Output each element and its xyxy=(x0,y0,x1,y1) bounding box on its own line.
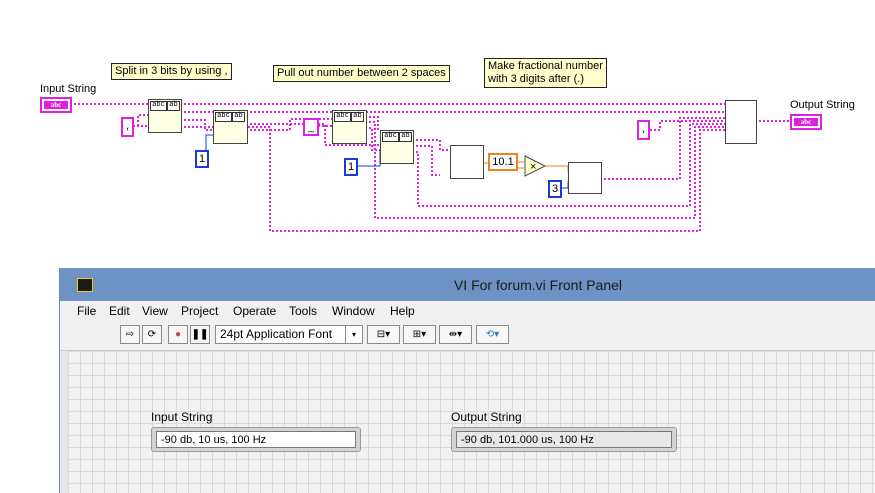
input-string-label: Input String xyxy=(40,83,97,95)
match-pattern-node-1[interactable]: abc ab xyxy=(148,99,182,133)
abort-button[interactable]: ● xyxy=(168,325,188,344)
node-3-abc: abc xyxy=(334,112,351,122)
match-pattern-node-3[interactable]: abc ab xyxy=(332,110,367,144)
menu-view[interactable]: View xyxy=(142,304,168,318)
input-string-terminal-glyph: abc xyxy=(44,101,68,109)
input-string-value[interactable]: -90 db, 10 us, 100 Hz xyxy=(156,431,356,448)
index-constant-2[interactable]: 1 xyxy=(344,158,358,176)
index-constant-1[interactable]: 1 xyxy=(195,150,209,168)
front-panel-window: VI For forum.vi Front Panel File Edit Vi… xyxy=(59,268,875,493)
node-4-abc: abc xyxy=(382,132,399,142)
concatenate-strings-node[interactable] xyxy=(725,100,757,144)
output-string-terminal[interactable]: abc xyxy=(790,114,822,130)
match-pattern-node-4[interactable]: abc ab xyxy=(380,130,414,164)
node-1-ab: ab xyxy=(167,101,180,111)
comment-fractional: Make fractional number with 3 digits aft… xyxy=(484,58,607,88)
labview-app-icon xyxy=(77,278,93,292)
window-title: VI For forum.vi Front Panel xyxy=(453,277,623,293)
format-value-node[interactable] xyxy=(568,162,602,194)
node-2-ab: ab xyxy=(232,112,245,122)
menu-help[interactable]: Help xyxy=(390,304,415,318)
output-string-indicator: -90 db, 101.000 us, 100 Hz xyxy=(451,427,677,452)
string-to-number-node[interactable] xyxy=(450,145,484,179)
match-pattern-node-2[interactable]: abc ab xyxy=(213,110,248,144)
title-bar: VI For forum.vi Front Panel xyxy=(60,268,875,301)
node-3-ab: ab xyxy=(351,112,364,122)
node-1-abc: abc xyxy=(150,101,167,111)
multiply-node[interactable]: × xyxy=(524,155,546,177)
comment-fractional-line1: Make fractional number xyxy=(488,60,603,72)
font-select-value: 24pt Application Font xyxy=(220,327,333,341)
output-string-value: -90 db, 101.000 us, 100 Hz xyxy=(456,431,672,448)
menu-file[interactable]: File xyxy=(77,304,97,318)
comment-split: Split in 3 bits by using , xyxy=(111,63,232,80)
space-constant[interactable]: _ xyxy=(303,118,319,136)
toolbar: ⇨ ⟳ ● ❚❚ 24pt Application Font ▾ ⊟▾ ⊞▾ ⇹… xyxy=(60,321,875,351)
run-continuously-button[interactable]: ⟳ xyxy=(142,325,162,344)
pause-button[interactable]: ❚❚ xyxy=(190,325,210,344)
input-string-control[interactable]: -90 db, 10 us, 100 Hz xyxy=(151,427,361,452)
comma-constant-1[interactable]: , xyxy=(121,117,134,137)
menu-operate[interactable]: Operate xyxy=(233,304,277,318)
comma-constant-2[interactable]: , xyxy=(637,120,650,140)
run-button[interactable]: ⇨ xyxy=(120,325,140,344)
reorder-button[interactable]: ⟲▾ xyxy=(476,325,509,344)
multiplier-constant[interactable]: 10.1 xyxy=(488,153,518,171)
menu-bar: File Edit View Project Operate Tools Win… xyxy=(60,301,875,321)
output-string-label: Output String xyxy=(790,99,855,111)
menu-edit[interactable]: Edit xyxy=(109,304,130,318)
menu-tools[interactable]: Tools xyxy=(289,304,318,318)
distribute-objects-button[interactable]: ⊞▾ xyxy=(403,325,436,344)
node-2-abc: abc xyxy=(215,112,232,122)
comment-pull-number: Pull out number between 2 spaces xyxy=(273,65,450,82)
chevron-down-icon: ▾ xyxy=(345,326,362,343)
align-objects-button[interactable]: ⊟▾ xyxy=(367,325,400,344)
input-string-terminal[interactable]: abc xyxy=(40,97,72,113)
output-string-indicator-label: Output String xyxy=(451,410,522,424)
font-select[interactable]: 24pt Application Font ▾ xyxy=(215,325,363,344)
input-string-control-label: Input String xyxy=(151,410,213,424)
node-4-ab: ab xyxy=(399,132,412,142)
menu-window[interactable]: Window xyxy=(332,304,375,318)
resize-objects-button[interactable]: ⇹▾ xyxy=(439,325,472,344)
string-to-number-glyph xyxy=(453,150,479,160)
comment-fractional-line2: with 3 digits after (.) xyxy=(488,73,584,85)
multiply-glyph: × xyxy=(530,161,536,173)
digits-constant[interactable]: 3 xyxy=(548,180,562,198)
output-string-terminal-glyph: abc xyxy=(794,118,818,126)
block-diagram-wires xyxy=(70,103,790,232)
front-panel-canvas: Input String -90 db, 10 us, 100 Hz Outpu… xyxy=(68,351,875,493)
menu-project[interactable]: Project xyxy=(181,304,219,318)
